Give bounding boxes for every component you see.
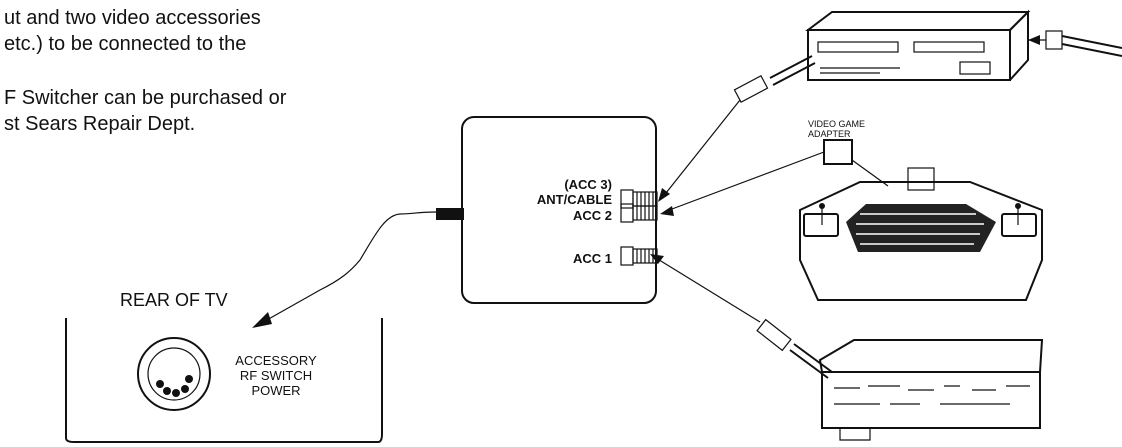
bottom-video-unit (818, 339, 1044, 441)
manual-text: ut and two video accessories etc.) to be… (4, 7, 287, 135)
acc3-connector (620, 189, 658, 209)
jack-label-line-1: ACCESSORY (235, 353, 317, 368)
acc2-label: ACC 2 (573, 208, 612, 223)
jack-label-line-3: POWER (251, 383, 300, 398)
game-adapter-box (823, 139, 853, 165)
acc3-label-line-2: ANT/CABLE (537, 192, 612, 207)
power-cord-plug (436, 208, 464, 220)
vcr-unit (805, 9, 1031, 81)
bottom-unit-cable (650, 254, 833, 379)
acc2-connector (620, 203, 658, 223)
vcr-antenna-cable (1028, 30, 1122, 57)
rear-of-tv-label: REAR OF TV (120, 290, 228, 310)
rf-switcher-box: (ACC 3) ANT/CABLE ACC 2 ACC 1 (436, 116, 658, 304)
acc3-label-line-1: (ACC 3) (564, 177, 612, 192)
game-adapter-label-line-1: VIDEO GAME (808, 119, 865, 129)
manual-text-line-2: etc.) to be connected to the (4, 33, 246, 55)
jack-label-line-2: RF SWITCH (240, 368, 312, 383)
game-adapter-label-line-2: ADAPTER (808, 129, 851, 139)
video-game-console (799, 167, 1043, 301)
manual-text-line-4: st Sears Repair Dept. (4, 113, 195, 135)
power-cord (252, 211, 437, 328)
manual-text-line-1: ut and two video accessories (4, 7, 261, 29)
manual-text-line-3: F Switcher can be purchased or (4, 87, 287, 109)
vcr-output-cable (658, 55, 816, 202)
tv-rear-panel: ACCESSORY RF SWITCH POWER (65, 318, 383, 443)
acc1-label: ACC 1 (573, 251, 612, 266)
acc1-connector (620, 246, 658, 266)
din-connector-pins (156, 375, 193, 397)
